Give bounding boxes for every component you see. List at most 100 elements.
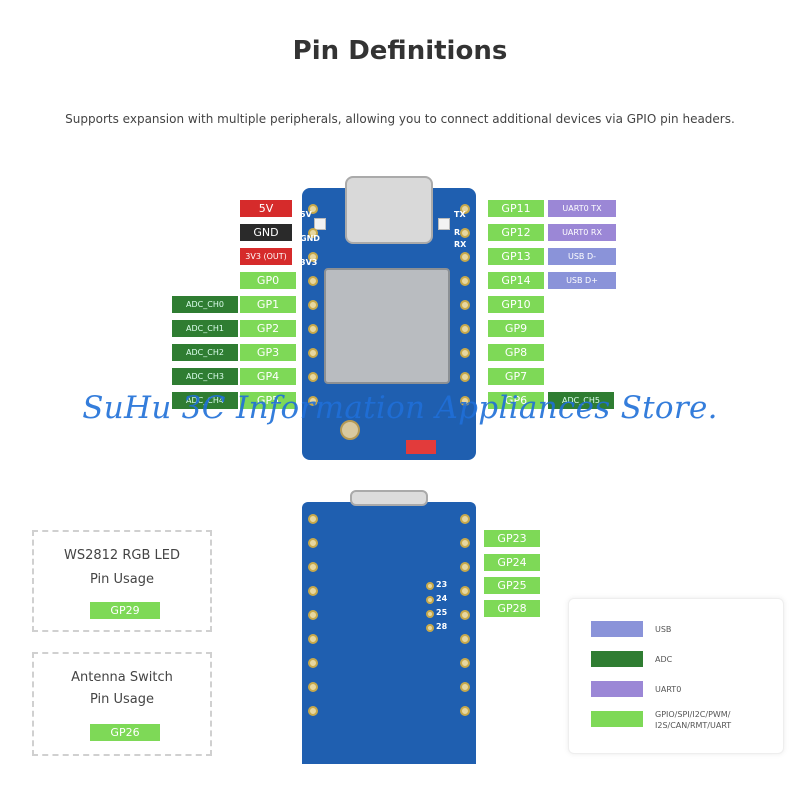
label-gp3: GP3 [240,344,296,361]
led-chip [406,440,436,454]
legend-label-uart0: UART0 [655,685,682,694]
label-gp4: GP4 [240,368,296,385]
header-pad [460,228,470,238]
header-pad [460,658,470,668]
label-usb-d-minus: USB D- [548,248,616,265]
antenna-title: Antenna Switch [71,670,173,685]
label-gp24: GP24 [484,554,540,571]
header-pad [460,396,470,406]
label-gnd: GND [240,224,292,241]
legend-swatch-adc [591,651,643,667]
label-5v: 5V [240,200,292,217]
ws2812-pin: GP29 [90,602,160,619]
label-adc-ch4: ADC_CH4 [172,392,238,409]
antenna-box: Antenna Switch Pin Usage GP26 [32,652,212,756]
antenna-subtitle: Pin Usage [89,692,155,707]
header-pad [308,538,318,548]
legend-label-gpio: GPIO/SPI/I2C/PWM/ I2S/CAN/RMT/UART [655,710,732,730]
button-boot [314,218,326,230]
header-pad [460,634,470,644]
pad-num-28: 28 [436,622,448,631]
header-pad [460,276,470,286]
label-gp10: GP10 [488,296,544,313]
label-gp14: GP14 [488,272,544,289]
label-gp2: GP2 [240,320,296,337]
header-pad [460,300,470,310]
header-pad [460,538,470,548]
label-adc-ch1: ADC_CH1 [172,320,238,337]
pin-label-tx: TX [454,210,466,219]
header-pad [460,252,470,262]
pad-num-23: 23 [436,580,448,589]
header-pad [460,562,470,572]
label-3v3-out: 3V3 (OUT) [240,248,292,265]
label-gp7: GP7 [488,368,544,385]
header-pad [308,348,318,358]
header-pad [308,276,318,286]
pin-label-gnd: GND [300,234,320,243]
header-pad [460,586,470,596]
usb-c-connector [345,176,433,244]
header-pad [460,682,470,692]
header-pad [308,372,318,382]
legend-swatch-uart0 [591,681,643,697]
header-pad [308,228,318,238]
label-usb-d-plus: USB D+ [548,272,616,289]
legend-label-usb: USB [655,625,672,634]
header-pad [460,348,470,358]
header-pad [308,514,318,524]
test-pad [426,624,434,632]
label-adc-ch2: ADC_CH2 [172,344,238,361]
rf-shield [324,268,450,384]
legend: USB ADC UART0 GPIO/SPI/I2C/PWM/ I2S/CAN/… [568,598,784,754]
header-pad [308,204,318,214]
header-pad [308,682,318,692]
label-gp5: GP5 [240,392,296,409]
header-pad [460,324,470,334]
pin-label-3v3: 3V3 [300,258,318,267]
label-gp6: GP6 [488,392,544,409]
header-pad [308,300,318,310]
page-subtitle: Supports expansion with multiple periphe… [65,112,735,126]
board-bottom: 23 24 25 28 [302,490,476,764]
header-pad [460,706,470,716]
header-pad [308,396,318,406]
label-gp0: GP0 [240,272,296,289]
header-pad [308,610,318,620]
antenna-connector [340,420,360,440]
legend-swatch-usb [591,621,643,637]
ws2812-box: WS2812 RGB LED Pin Usage GP29 [32,530,212,632]
label-gp23: GP23 [484,530,540,547]
header-pad [308,586,318,596]
legend-swatch-gpio [591,711,643,727]
pin-label-r: R [454,228,461,237]
label-gp8: GP8 [488,344,544,361]
test-pad [426,610,434,618]
label-uart0-tx: UART0 TX [548,200,616,217]
board-top: 5V GND 3V3 TX R RX [300,176,476,460]
label-gp28: GP28 [484,600,540,617]
usb-c-connector-back [350,490,428,506]
header-pad [308,634,318,644]
header-pad [460,610,470,620]
ws2812-subtitle: Pin Usage [89,572,155,587]
legend-label-adc: ADC [655,655,673,664]
label-adc-ch5: ADC_CH5 [548,392,614,409]
header-pad [460,372,470,382]
label-gp25: GP25 [484,577,540,594]
ws2812-title: WS2812 RGB LED [64,548,180,563]
pin-label-rx: RX [454,240,467,249]
label-gp1: GP1 [240,296,296,313]
test-pad [426,582,434,590]
page-title: Pin Definitions [292,36,508,66]
label-gp11: GP11 [488,200,544,217]
watermark: SuHu 3C Information Appliances Store. [82,390,718,426]
header-pad [308,252,318,262]
header-pad [460,514,470,524]
test-pad [426,596,434,604]
label-uart0-rx: UART0 RX [548,224,616,241]
pad-num-24: 24 [436,594,448,603]
header-pad [308,562,318,572]
label-gp9: GP9 [488,320,544,337]
button-reset [438,218,450,230]
